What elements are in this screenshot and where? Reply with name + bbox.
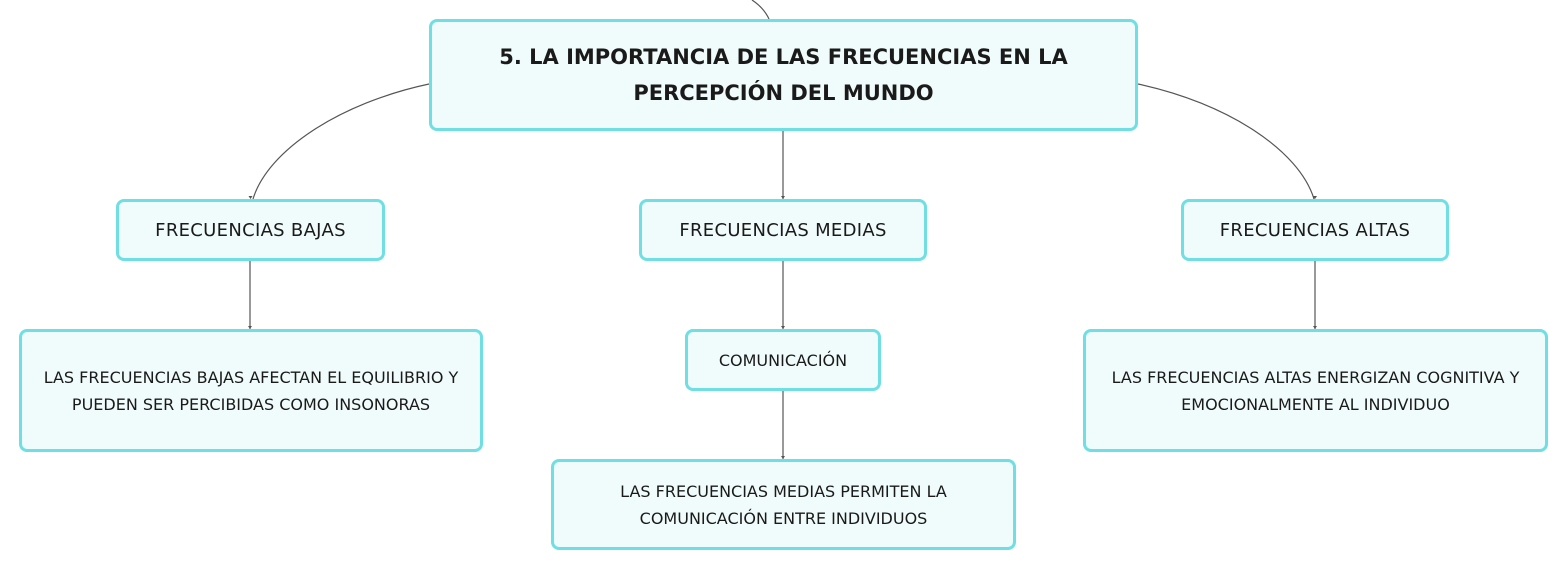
arrowhead-high <box>1313 196 1317 199</box>
arrowhead-low <box>248 196 253 199</box>
branch-frecuencias-altas-label: FRECUENCIAS ALTAS <box>1219 219 1411 241</box>
leaf-altas-description[interactable]: LAS FRECUENCIAS ALTAS ENERGIZAN COGNITIV… <box>1083 329 1548 452</box>
leaf-bajas-description[interactable]: LAS FRECUENCIAS BAJAS AFECTAN EL EQUILIB… <box>19 329 483 452</box>
leaf-altas-description-text: LAS FRECUENCIAS ALTAS ENERGIZAN COGNITIV… <box>1111 367 1520 414</box>
arrowhead-mid-leaf <box>781 456 785 459</box>
connector-parent-to-root <box>751 0 770 20</box>
arrowhead-high-leaf <box>1313 326 1317 329</box>
branch-frecuencias-medias[interactable]: FRECUENCIAS MEDIAS <box>639 199 927 261</box>
branch-frecuencias-bajas[interactable]: FRECUENCIAS BAJAS <box>116 199 385 261</box>
branch-frecuencias-medias-label: FRECUENCIAS MEDIAS <box>679 219 887 241</box>
subtopic-comunicacion-label: COMUNICACIÓN <box>718 350 848 370</box>
arrowhead-low-leaf <box>248 326 252 329</box>
branch-frecuencias-altas[interactable]: FRECUENCIAS ALTAS <box>1181 199 1449 261</box>
leaf-medias-description-text: LAS FRECUENCIAS MEDIAS PERMITEN LA COMUN… <box>620 481 947 528</box>
leaf-medias-description[interactable]: LAS FRECUENCIAS MEDIAS PERMITEN LA COMUN… <box>551 459 1016 550</box>
connector-root-to-low <box>252 83 430 200</box>
branch-frecuencias-bajas-label: FRECUENCIAS BAJAS <box>155 219 346 241</box>
subtopic-comunicacion[interactable]: COMUNICACIÓN <box>685 329 881 391</box>
connector-root-to-high <box>1137 83 1315 200</box>
arrowhead-mid <box>781 196 785 199</box>
root-topic[interactable]: 5. LA IMPORTANCIA DE LAS FRECUENCIAS EN … <box>429 19 1138 131</box>
arrowhead-comm <box>781 326 785 329</box>
root-topic-label: 5. LA IMPORTANCIA DE LAS FRECUENCIAS EN … <box>499 45 1068 105</box>
leaf-bajas-description-text: LAS FRECUENCIAS BAJAS AFECTAN EL EQUILIB… <box>43 367 459 414</box>
